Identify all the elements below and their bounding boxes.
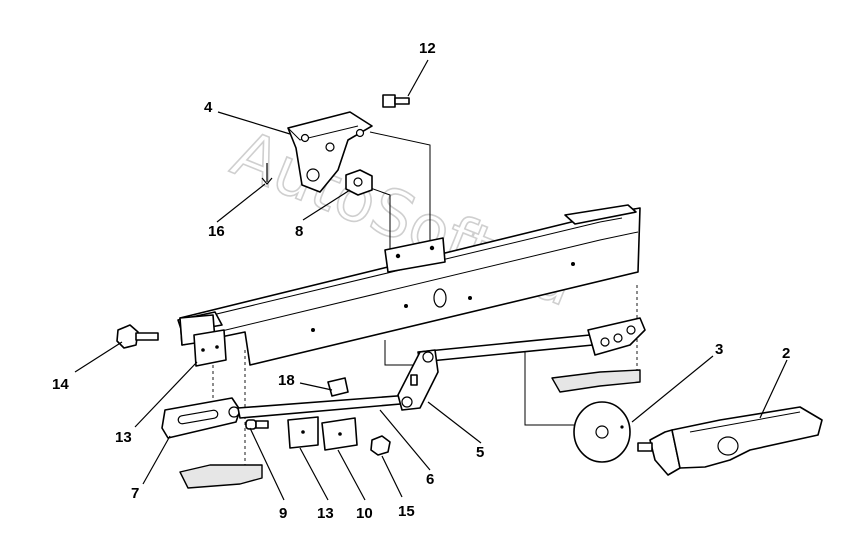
callout-18: 18 [278,372,295,389]
rosette-part-3 [573,401,631,463]
clip-part-18 [327,377,349,397]
callout-16: 16 [208,223,225,240]
fork-bracket [587,317,646,356]
crossbar-beam [177,204,641,366]
rod-part-6 [237,394,413,419]
callout-4: 4 [204,99,213,116]
callout-9: 9 [279,505,287,522]
plate-part-13-upper [193,329,227,367]
cover-plate [551,369,641,393]
handle-part-2 [637,406,823,476]
nut-part-15 [370,435,391,456]
callout-10: 10 [356,505,373,522]
lever-part-5 [397,349,439,411]
callout-leaders [74,59,788,501]
nut-part-8 [345,169,373,196]
pin-part-16 [261,163,273,185]
rod-upper [417,334,594,363]
callout-labels: 12 4 16 8 14 13 18 3 2 7 9 13 10 15 6 5 [52,40,790,522]
slotted-link-part-7 [161,397,241,439]
plate-part-13-lower [287,416,319,449]
callout-2: 2 [782,345,790,362]
callout-5: 5 [476,444,484,461]
callout-3: 3 [715,341,723,358]
callout-13-lower: 13 [317,505,334,522]
bolt-part-14 [116,324,159,349]
callout-14: 14 [52,376,69,393]
callout-13-upper: 13 [115,429,132,446]
plate-part-10 [321,417,358,451]
spacer-part-9 [245,419,269,430]
callout-7: 7 [131,485,139,502]
callout-6: 6 [426,471,434,488]
bracket-part-4 [287,111,373,193]
callout-12: 12 [419,40,436,57]
base-plate [179,464,263,489]
bolt-part-12 [382,94,410,108]
callout-15: 15 [398,503,415,520]
callout-8: 8 [295,223,303,240]
